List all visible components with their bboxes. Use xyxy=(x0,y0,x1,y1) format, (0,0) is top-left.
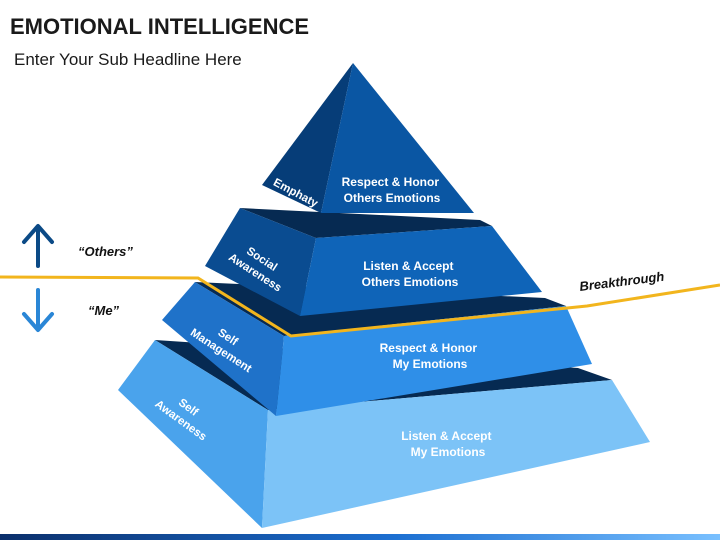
breakthrough-label: Breakthrough xyxy=(579,269,665,294)
tier2-ledge xyxy=(240,208,492,238)
me-label: “Me” xyxy=(88,303,120,318)
tier2-front-label: Listen & Accept Others Emotions xyxy=(362,259,459,289)
tier2-front-face xyxy=(300,226,542,316)
tier2-side-face xyxy=(205,208,316,316)
tier3-front-face xyxy=(276,306,592,416)
tier1-front-label: Respect & Honor Others Emotions xyxy=(342,175,443,205)
tier3-front-label: Respect & Honor My Emotions xyxy=(380,341,481,371)
tier1-front-face xyxy=(321,63,474,213)
tier4-side-face xyxy=(118,340,268,528)
tier4-front-label: Listen & Accept My Emotions xyxy=(401,429,495,459)
tier3-side-face xyxy=(162,282,284,416)
arrow-up-icon xyxy=(22,224,54,268)
arrow-down-icon xyxy=(22,288,54,332)
tier1-side-face xyxy=(262,63,353,213)
others-label: “Others” xyxy=(78,244,133,259)
page-subtitle: Enter Your Sub Headline Here xyxy=(14,50,242,69)
bottom-accent-bar xyxy=(0,534,720,540)
breakthrough-line xyxy=(0,275,720,338)
page-title: EMOTIONAL INTELLIGENCE xyxy=(10,14,310,39)
tier4-front-face xyxy=(262,380,650,528)
